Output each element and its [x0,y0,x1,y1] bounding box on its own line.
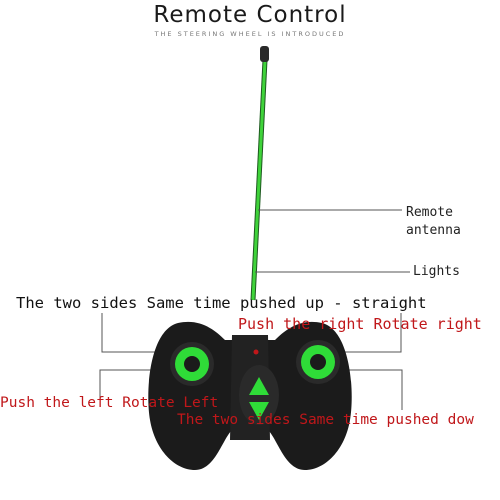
callout-antenna-line1: Remote [406,205,453,220]
callout-rotate-left: Push the left Rotate Left [0,395,219,411]
left-knob [184,356,200,372]
up-arrow-icon [249,377,269,395]
callout-remote-antenna: Remote antenna [406,204,461,240]
remote-body [148,321,352,470]
callout-antenna-line2: antenna [406,223,461,238]
indicator-light [253,349,259,355]
antenna-tip [260,46,269,62]
page-subtitle: THE STEERING WHEEL IS INTRODUCED [154,30,346,38]
callout-pushed-down: The two sides Same time pushed dow [177,412,474,428]
down-arrow-icon [249,402,269,420]
callout-rotate-right: Push the right Rotate right [238,315,482,333]
callout-straight: The two sides Same time pushed up - stra… [16,294,427,312]
left-up-leader [101,313,180,353]
page-title: Remote Control [153,2,347,28]
callout-lights: Lights [413,264,460,279]
right-knob [310,354,326,370]
right-down-leader [330,369,403,410]
right-up-leader [330,313,402,353]
